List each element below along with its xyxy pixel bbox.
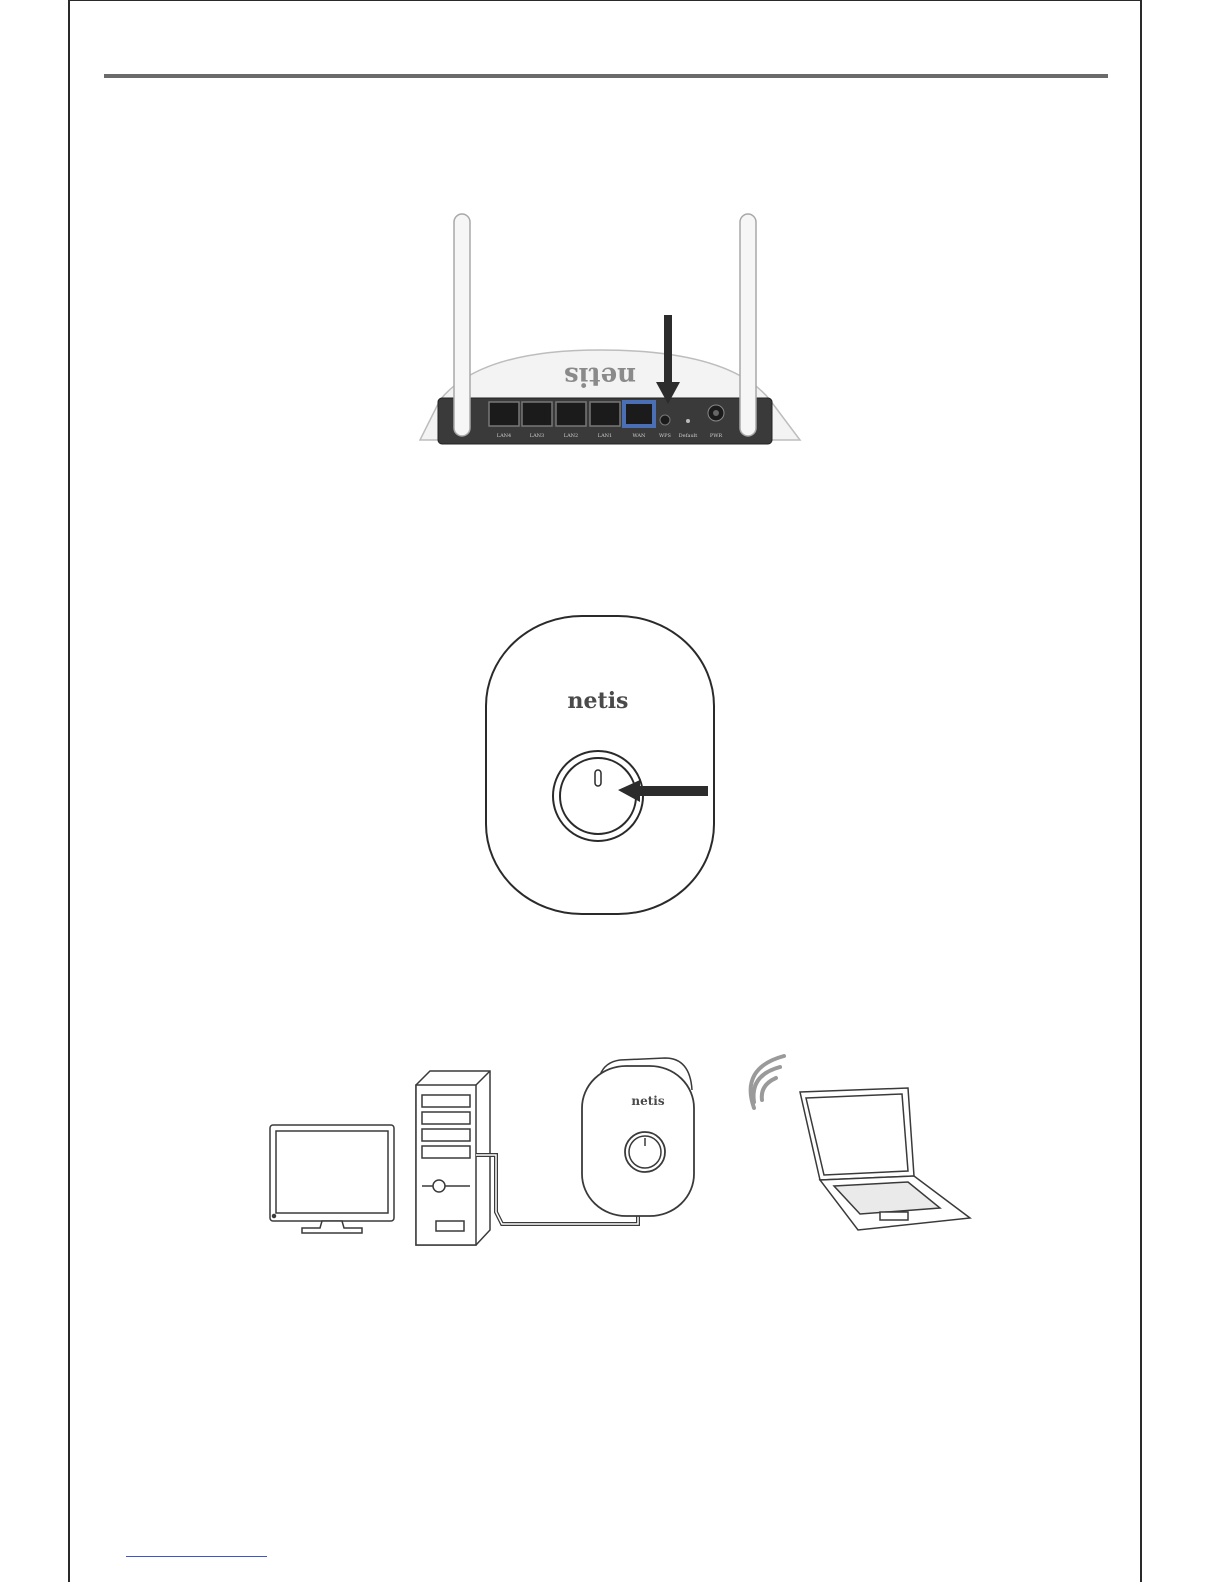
extender-front-illustration: netis — [480, 610, 720, 920]
footer-link-underline — [126, 1556, 267, 1557]
extender-setup-icon: netis — [582, 1058, 694, 1216]
port-label-lan4: LAN4 — [497, 433, 512, 439]
port-label-lan3: LAN3 — [530, 433, 545, 439]
port-label-default: Default — [679, 433, 698, 439]
port-label-lan2: LAN2 — [564, 433, 579, 439]
pc-tower-icon — [416, 1071, 490, 1245]
port-label-lan1: LAN1 — [598, 433, 613, 439]
port-label-pwr: PWR — [710, 433, 723, 439]
setup-extender-brand: netis — [631, 1094, 664, 1108]
extender-brand: netis — [568, 688, 629, 714]
setup-diagram: netis — [260, 1050, 980, 1260]
router-brand: netis — [564, 361, 636, 391]
port-label-wps: WPS — [659, 433, 672, 439]
laptop-icon — [800, 1088, 970, 1230]
header-rule — [104, 74, 1108, 78]
port-label-wan: WAN — [633, 433, 647, 439]
wifi-signal-icon — [751, 1056, 784, 1108]
router-rear-illustration: netis LAN4 LAN3 LAN2 LAN1 WAN WPS Defaul… — [400, 200, 820, 460]
monitor-icon — [270, 1125, 394, 1233]
